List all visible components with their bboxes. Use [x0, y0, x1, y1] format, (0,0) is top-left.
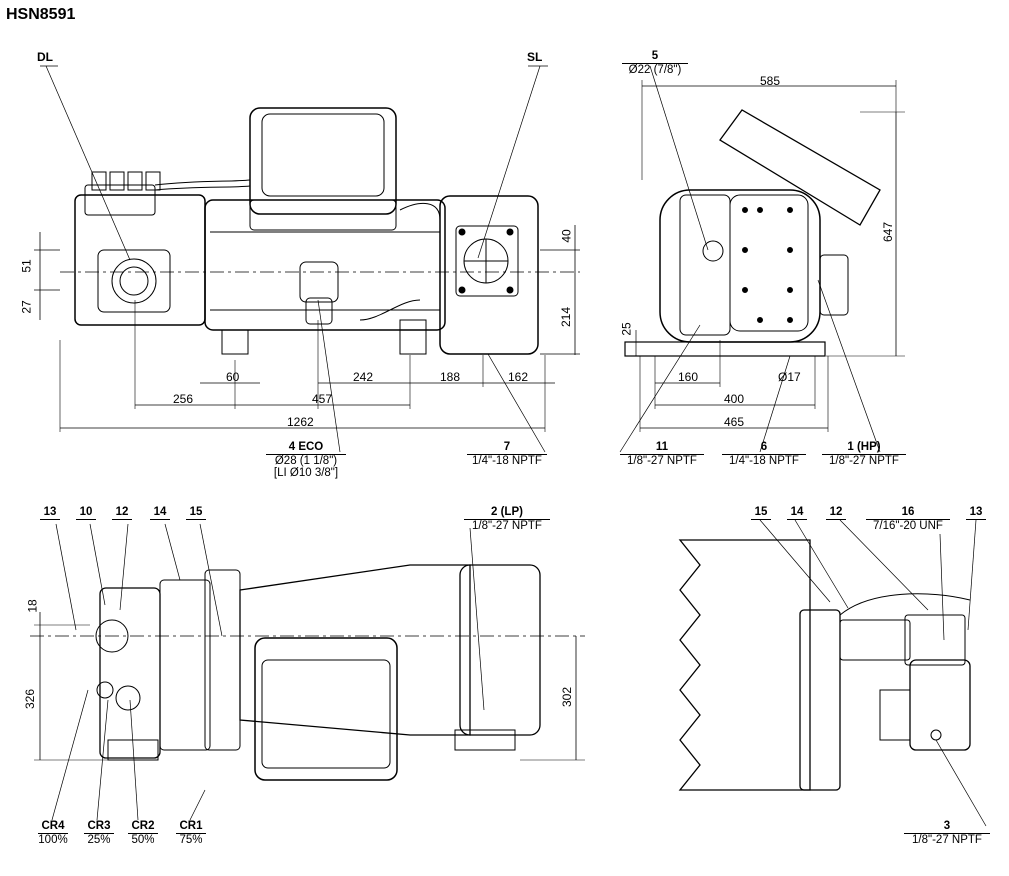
connection-2-spec: 1/8"-27 NPTF	[472, 520, 542, 532]
connection-6-title: 6	[722, 441, 806, 455]
dim-256: 256	[173, 392, 194, 406]
dim-60: 60	[226, 370, 240, 384]
dl-label: DL	[37, 50, 53, 64]
connection-16-label: 16 7/16"-20 UNF	[866, 506, 950, 532]
connection-6-label: 6 1/4"-18 NPTF	[722, 441, 806, 467]
sl-label: SL	[527, 50, 543, 64]
dim-302: 302	[560, 686, 575, 708]
dim-18: 18	[25, 599, 40, 613]
connection-3-spec: 1/8"-27 NPTF	[912, 834, 982, 846]
callout-14-right: 14	[787, 506, 807, 520]
connection-1-hp-label: 1 (HP) 1/8"-27 NPTF	[822, 441, 906, 467]
eco-size-li: [LI Ø10 3/8"]	[273, 467, 339, 479]
dim-40: 40	[559, 229, 574, 243]
connection-1-title: 1 (HP)	[822, 441, 906, 455]
connection-5-title: 5	[622, 50, 688, 64]
compressor-detail-view-bottom	[678, 519, 987, 827]
connection-2-lp-label: 2 (LP) 1/8"-27 NPTF	[464, 506, 550, 532]
dim-214: 214	[559, 306, 574, 328]
dim-27: 27	[19, 300, 34, 314]
connection-1-spec: 1/8"-27 NPTF	[829, 455, 899, 467]
dim-457: 457	[312, 392, 333, 406]
dim-647: 647	[881, 221, 896, 243]
dim-160: 160	[678, 370, 699, 384]
dim-1262: 1262	[287, 415, 314, 429]
eco-title: 4 ECO	[266, 441, 346, 455]
eco-connection-label: 4 ECO Ø28 (1 1/8") [LI Ø10 3/8"]	[266, 441, 346, 479]
connection-3-label: 3 1/8"-27 NPTF	[904, 820, 990, 846]
connection-7-label: 7 1/4"-18 NPTF	[467, 441, 547, 467]
dim-51: 51	[19, 259, 34, 273]
connection-6-spec: 1/4"-18 NPTF	[729, 455, 799, 467]
connection-11-spec: 1/8"-27 NPTF	[627, 455, 697, 467]
connection-11-title: 11	[620, 441, 704, 455]
cr3-label: CR3 25%	[84, 820, 114, 846]
dim-585: 585	[760, 74, 781, 88]
dim-326: 326	[23, 688, 38, 710]
connection-5-label: 5 Ø22 (7/8")	[622, 50, 688, 76]
connection-16-title: 16	[866, 506, 950, 520]
callout-12: 12	[112, 506, 132, 520]
cr1-label: CR1 75%	[176, 820, 206, 846]
connection-2-title: 2 (LP)	[464, 506, 550, 520]
dim-188: 188	[440, 370, 461, 384]
callout-12-right: 12	[826, 506, 846, 520]
compressor-end-view-top	[619, 65, 905, 453]
dim-162: 162	[508, 370, 529, 384]
compressor-top-view-bottom	[30, 523, 585, 821]
connection-7-title: 7	[467, 441, 547, 455]
drawing-title: HSN8591	[6, 6, 76, 23]
compressor-side-view-top	[34, 65, 580, 453]
callout-10: 10	[76, 506, 96, 520]
connection-7-spec: 1/4"-18 NPTF	[472, 455, 542, 467]
connection-5-spec: Ø22 (7/8")	[628, 64, 682, 76]
callout-14: 14	[150, 506, 170, 520]
callout-15-right: 15	[751, 506, 771, 520]
cr4-label: CR4 100%	[38, 820, 68, 846]
dim-17: Ø17	[778, 370, 801, 384]
callout-13: 13	[40, 506, 60, 520]
connection-11-label: 11 1/8"-27 NPTF	[620, 441, 704, 467]
callout-13-right: 13	[966, 506, 986, 520]
dim-465: 465	[724, 415, 745, 429]
connection-3-title: 3	[904, 820, 990, 834]
dim-242: 242	[353, 370, 374, 384]
connection-16-spec: 7/16"-20 UNF	[873, 520, 943, 532]
eco-size: Ø28 (1 1/8")	[274, 455, 338, 467]
dim-25: 25	[619, 322, 634, 336]
callout-15: 15	[186, 506, 206, 520]
dim-400: 400	[724, 392, 745, 406]
cr2-label: CR2 50%	[128, 820, 158, 846]
